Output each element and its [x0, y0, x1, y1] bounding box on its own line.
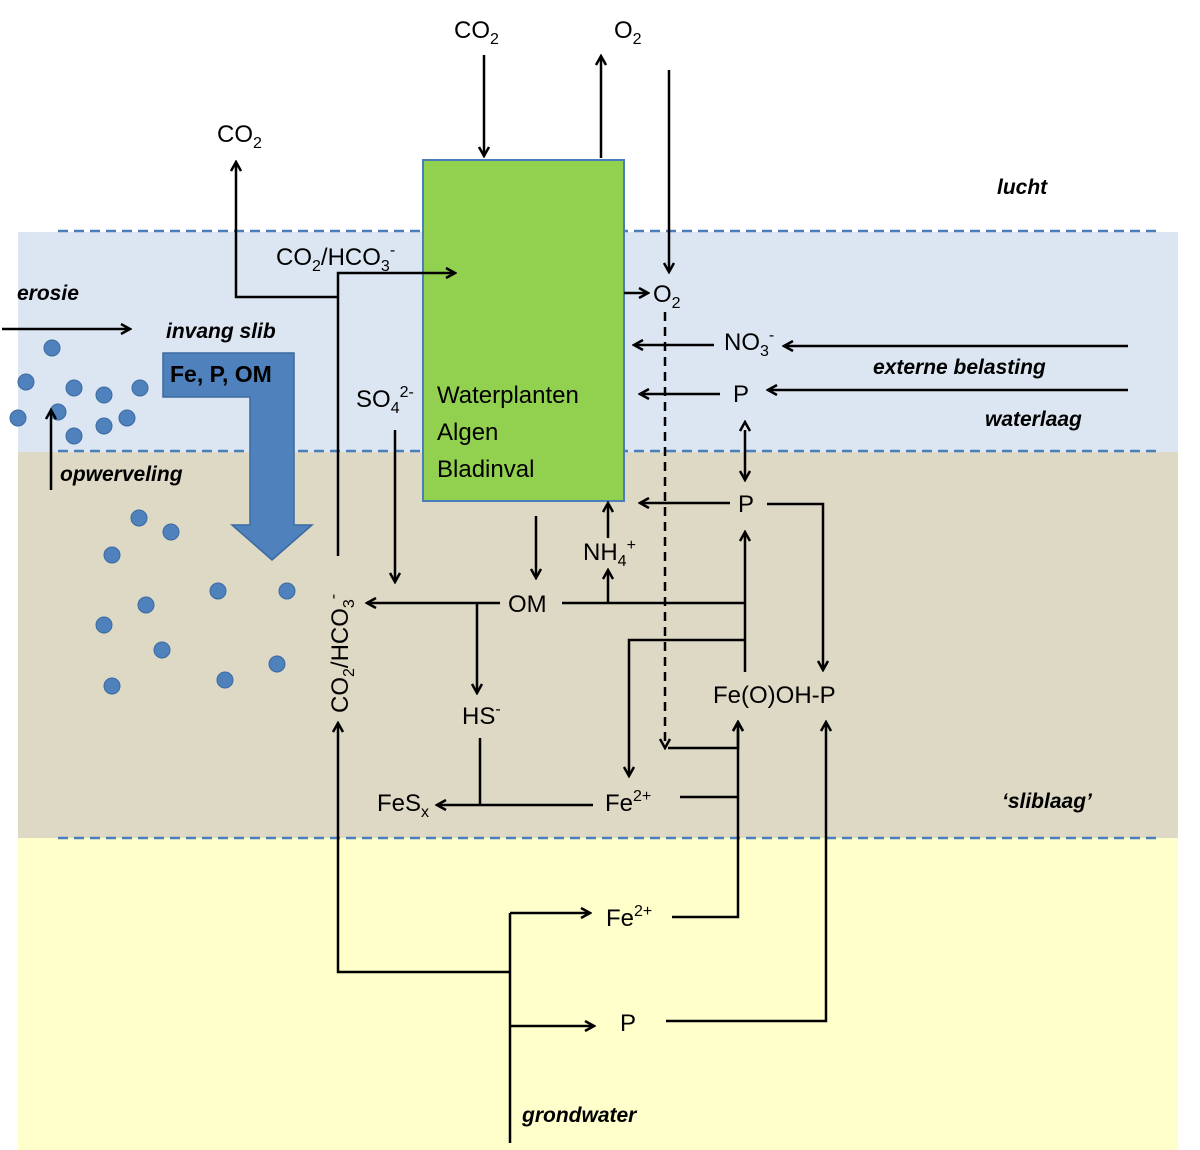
feooh-p-label: Fe(O)OH-P: [713, 682, 836, 709]
so4-label: SO42-: [356, 384, 414, 417]
plants-label-bladinval: Bladinval: [437, 456, 534, 483]
label-lucht: lucht: [997, 176, 1048, 199]
sludge-layer: [18, 452, 1178, 838]
groundwater-layer: [18, 838, 1178, 1150]
nh4-label: NH4+: [583, 537, 636, 570]
co2-hco3-to-plants-arrow: [336, 273, 455, 556]
label-externe-belasting: externe belasting: [873, 356, 1046, 379]
deposition-label: Fe, P, OM: [170, 361, 272, 387]
co2-outgassing-arrow: [236, 162, 338, 299]
deposition-arrow: [162, 352, 314, 561]
plants-box: [422, 159, 625, 502]
plants-label-waterplanten: Waterplanten: [437, 382, 579, 409]
no3-label: NO3-: [724, 327, 774, 360]
o2-top-label: O2: [614, 17, 642, 48]
sediment-particles: [9, 339, 296, 695]
label-sliblaag: ‘sliblaag’: [1002, 790, 1093, 813]
p-to-feooh-arrow: [767, 502, 823, 670]
co2-top-label: CO2: [454, 17, 499, 48]
fe2-groundwater-label: Fe2+: [606, 903, 652, 932]
feooh-to-fe2-arrow: [629, 638, 745, 776]
p-water-label: P: [733, 381, 749, 408]
label-invang-slib: invang slib: [166, 320, 276, 343]
label-waterlaag: waterlaag: [985, 408, 1082, 431]
om-label: OM: [508, 591, 547, 618]
hs-label: HS-: [462, 701, 501, 730]
label-erosie: erosie: [17, 282, 79, 305]
p-sludge-label: P: [738, 491, 754, 518]
label-grondwater: grondwater: [521, 1104, 638, 1127]
plants-label-algen: Algen: [437, 419, 498, 446]
gw-p-to-feooh-arrow: [666, 722, 826, 1023]
fe2-sludge-label: Fe2+: [605, 788, 651, 817]
co2-left-label: CO2: [217, 121, 262, 152]
p-groundwater-label: P: [620, 1010, 636, 1037]
label-opwerveling: opwerveling: [60, 463, 183, 486]
fesx-label: FeSx: [377, 790, 429, 821]
o2-water-label: O2: [653, 281, 681, 312]
co2-hco3-water-label: CO2/HCO3-: [276, 242, 395, 275]
co2-hco3-sludge-label: CO2/HCO3-: [325, 594, 358, 713]
gw-fe2-to-feooh-arrow: [672, 722, 738, 919]
groundwater-co2-arrow: [338, 723, 510, 974]
